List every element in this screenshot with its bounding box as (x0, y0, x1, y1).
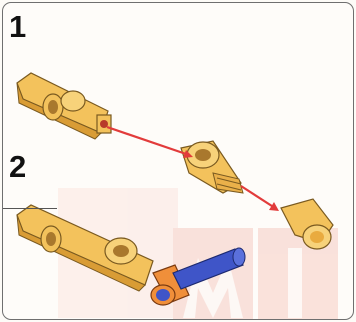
assembly-illustration (3, 3, 354, 320)
step1-connector-part (17, 73, 111, 139)
step1-middle-part (181, 141, 243, 193)
step-divider (3, 208, 57, 209)
step-number-1: 1 (9, 11, 26, 42)
instruction-panel: 1 2 (2, 2, 354, 320)
step-number-2: 2 (9, 151, 26, 182)
